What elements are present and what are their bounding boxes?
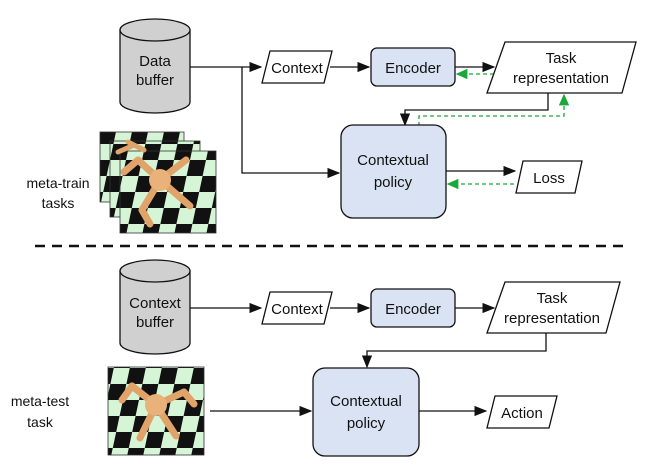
encoder-box-train: Encoder xyxy=(370,47,456,87)
arrow-buffer-to-policy xyxy=(241,67,341,179)
contextual-policy-box-train: Contextual policy xyxy=(340,124,447,219)
policy-label-train-1: Contextual xyxy=(357,152,429,169)
meta-train-label-2: tasks xyxy=(42,195,75,211)
context-buffer-label-1: Context xyxy=(129,295,182,312)
context-parallelogram-test: Context xyxy=(261,291,333,325)
meta-test-label-2: task xyxy=(27,414,54,430)
data-buffer-label-2: buffer xyxy=(136,72,174,89)
data-buffer-label-1: Data xyxy=(139,53,171,70)
policy-label-test-2: policy xyxy=(347,415,386,432)
encoder-box-test: Encoder xyxy=(370,288,456,328)
policy-label-train-2: policy xyxy=(374,174,413,191)
meta-test-label-1: meta-test xyxy=(11,393,69,409)
meta-train-label-1: meta-train xyxy=(26,175,89,191)
loss-label: Loss xyxy=(533,170,565,187)
action-parallelogram: Action xyxy=(486,395,558,429)
task-rep-label-test-1: Task xyxy=(537,290,568,307)
context-label-train: Context xyxy=(271,60,324,77)
task-rep-label-train-2: representation xyxy=(513,70,609,87)
task-rep-label-train-1: Task xyxy=(546,50,577,67)
ant-robot-simulation-image-train xyxy=(99,131,217,234)
encoder-label-test: Encoder xyxy=(385,301,441,318)
task-representation-parallelogram-train: Task representation xyxy=(486,41,637,94)
loss-parallelogram: Loss xyxy=(515,160,583,194)
context-label-test: Context xyxy=(271,301,324,318)
encoder-label-train: Encoder xyxy=(385,60,441,77)
context-buffer-label-2: buffer xyxy=(136,314,174,331)
action-label: Action xyxy=(501,405,543,422)
task-rep-label-test-2: representation xyxy=(504,310,600,327)
data-buffer-cylinder: Data buffer xyxy=(119,18,191,114)
ant-robot-simulation-image-test xyxy=(107,366,205,456)
task-representation-parallelogram-test: Task representation xyxy=(486,281,621,334)
arrow-task-rep-to-policy xyxy=(399,93,549,127)
arrow-task-rep-to-policy-test xyxy=(361,333,547,369)
contextual-policy-box-test: Contextual policy xyxy=(312,367,420,457)
context-buffer-cylinder: Context buffer xyxy=(119,259,191,355)
context-parallelogram-train: Context xyxy=(261,50,333,84)
policy-label-test-1: Contextual xyxy=(330,393,402,410)
